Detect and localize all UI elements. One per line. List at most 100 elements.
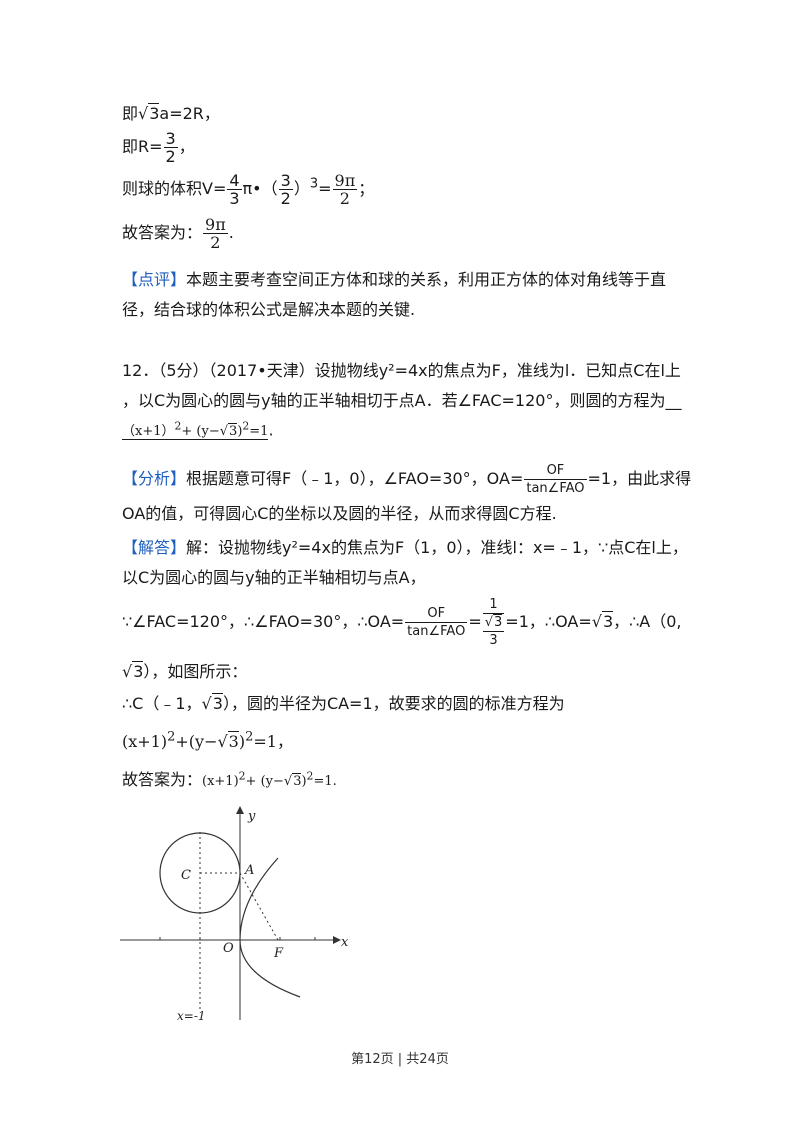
comment-tag: 【点评】	[122, 270, 187, 289]
exponent: 2	[245, 729, 254, 745]
text: =1，	[253, 732, 293, 751]
geometry-figure: y x C A O F x=-1	[120, 806, 349, 1023]
radicand: 3	[601, 611, 614, 631]
radicand: 3	[228, 423, 238, 440]
text: .	[228, 223, 234, 242]
text: 解：设抛物线y²=4x的焦点为F（1，0），准线l：x=﹣1，∵点C在l上，	[186, 538, 688, 557]
text: ，∴A（0,	[613, 612, 682, 631]
text: =1，∴OA=	[505, 612, 592, 631]
label-y: y	[247, 809, 256, 824]
exponent: 2	[242, 420, 250, 433]
denominator: 2	[339, 189, 350, 208]
denominator: 2	[165, 147, 176, 166]
exponent: 3	[309, 176, 319, 192]
text: (x+1)	[122, 732, 168, 751]
exponent: 2	[238, 769, 246, 783]
comment-line-2: 径，结合球的体积公式是解决本题的关键.	[122, 296, 415, 320]
label-c: C	[181, 868, 191, 883]
text: 故答案为：	[122, 770, 203, 789]
text: ，	[178, 137, 195, 156]
denominator: 3	[489, 633, 498, 648]
numerator: 4	[227, 171, 242, 190]
text: .	[268, 420, 274, 440]
text: (x+1)	[202, 774, 239, 789]
text: 本题主要考查空间正方体和球的关系，利用正方体的体对角线等于直	[186, 270, 667, 289]
text: ∴C（﹣1，	[122, 694, 202, 713]
text: +(y−	[175, 732, 218, 751]
text: π•（	[242, 179, 278, 198]
line-sqrt3a: 即√3a=2R，	[122, 103, 220, 123]
exponent: 2	[306, 769, 314, 783]
denominator: tan∠FAO	[407, 624, 466, 639]
text: )	[238, 732, 246, 751]
solution-line-4: √3），如图所示：	[122, 661, 248, 681]
comment-line-1: 【点评】本题主要考查空间正方体和球的关系，利用正方体的体对角线等于直	[122, 266, 666, 290]
text: =1.	[313, 774, 337, 789]
label-x: x	[341, 935, 349, 950]
numerator: 9π	[332, 171, 358, 190]
text: 以C为圆心的圆与y轴的正半轴相切与点A，	[122, 568, 426, 587]
text: =	[468, 612, 482, 631]
numerator: OF	[405, 605, 468, 623]
text: ；	[358, 179, 375, 198]
question-12-answer: （x+1）2+ (y−√3)2=1.	[122, 420, 274, 441]
text: ），圆的半径为CA=1，故要求的圆的标准方程为	[222, 694, 565, 713]
numerator: 3	[278, 171, 293, 190]
text: OA的值，可得圆心C的坐标以及圆的半径，从而求得圆C方程.	[122, 504, 557, 523]
numerator: 3	[163, 129, 178, 148]
radicand: 3	[493, 614, 503, 630]
analysis-tag: 【分析】	[122, 469, 187, 488]
label-directrix: x=-1	[177, 1009, 206, 1023]
solution-line-2: 以C为圆心的圆与y轴的正半轴相切与点A，	[122, 564, 426, 588]
text: a=2R，	[159, 104, 220, 123]
text: （x+1）	[122, 424, 175, 440]
text: + (y−	[181, 424, 220, 440]
solution-line-7: 故答案为：(x+1)2+ (y−√3)2=1.	[122, 766, 337, 790]
equation: (x+1)2+ (y−√3)2=1.	[202, 769, 337, 789]
label-f: F	[273, 946, 284, 961]
denominator: 2	[280, 189, 291, 208]
denominator: tan∠FAO	[526, 481, 585, 496]
exponent: 2	[167, 729, 176, 745]
radicand: 3	[211, 693, 223, 713]
question-12-line-2: ，以C为圆心的圆与y轴的正半轴相切于点A．若∠FAC=120°，则圆的方程为__	[122, 387, 681, 411]
text: 径，结合球的体积公式是解决本题的关键.	[122, 300, 416, 319]
text: ）	[293, 179, 310, 198]
radicand: 3	[148, 103, 160, 123]
question-12-line-1: 12．（5分）（2017•天津）设抛物线y²=4x的焦点为F，准线为l．已知点C…	[122, 357, 681, 381]
y-axis-arrow-icon	[236, 806, 244, 814]
text: ∵∠FAC=120°，∴∠FAO=30°，∴OA=	[122, 612, 405, 631]
solution-tag: 【解答】	[122, 538, 187, 557]
solution-line-1: 【解答】解：设抛物线y²=4x的焦点为F（1，0），准线l：x=﹣1，∵点C在l…	[122, 534, 688, 558]
parabola	[239, 857, 301, 998]
text: 故答案为：	[122, 223, 203, 242]
analysis-line-2: OA的值，可得圆心C的坐标以及圆的半径，从而求得圆C方程.	[122, 500, 557, 524]
text: 即R=	[122, 137, 163, 156]
text: =	[318, 179, 332, 198]
text: )	[237, 424, 243, 440]
radicand: 3	[132, 661, 144, 681]
solution-line-5: ∴C（﹣1，√3），圆的半径为CA=1，故要求的圆的标准方程为	[122, 693, 565, 713]
text: )	[301, 774, 307, 789]
x-axis-arrow-icon	[333, 936, 341, 944]
page-footer: 第12页 | 共24页	[351, 1052, 449, 1067]
numerator: 9π	[203, 215, 228, 234]
radicand: 3	[292, 773, 302, 789]
text: 12．（5分）（2017•天津）设抛物线y²=4x的焦点为F，准线为l．已知点C…	[122, 361, 681, 380]
text: 则球的体积V=	[122, 179, 227, 198]
numerator: 1	[482, 596, 505, 614]
text: ，以C为圆心的圆与y轴的正半轴相切于点A．若∠FAC=120°，则圆的方程为__	[122, 391, 682, 410]
numerator: OF	[524, 462, 587, 480]
text: =1，由此求得	[587, 469, 692, 488]
